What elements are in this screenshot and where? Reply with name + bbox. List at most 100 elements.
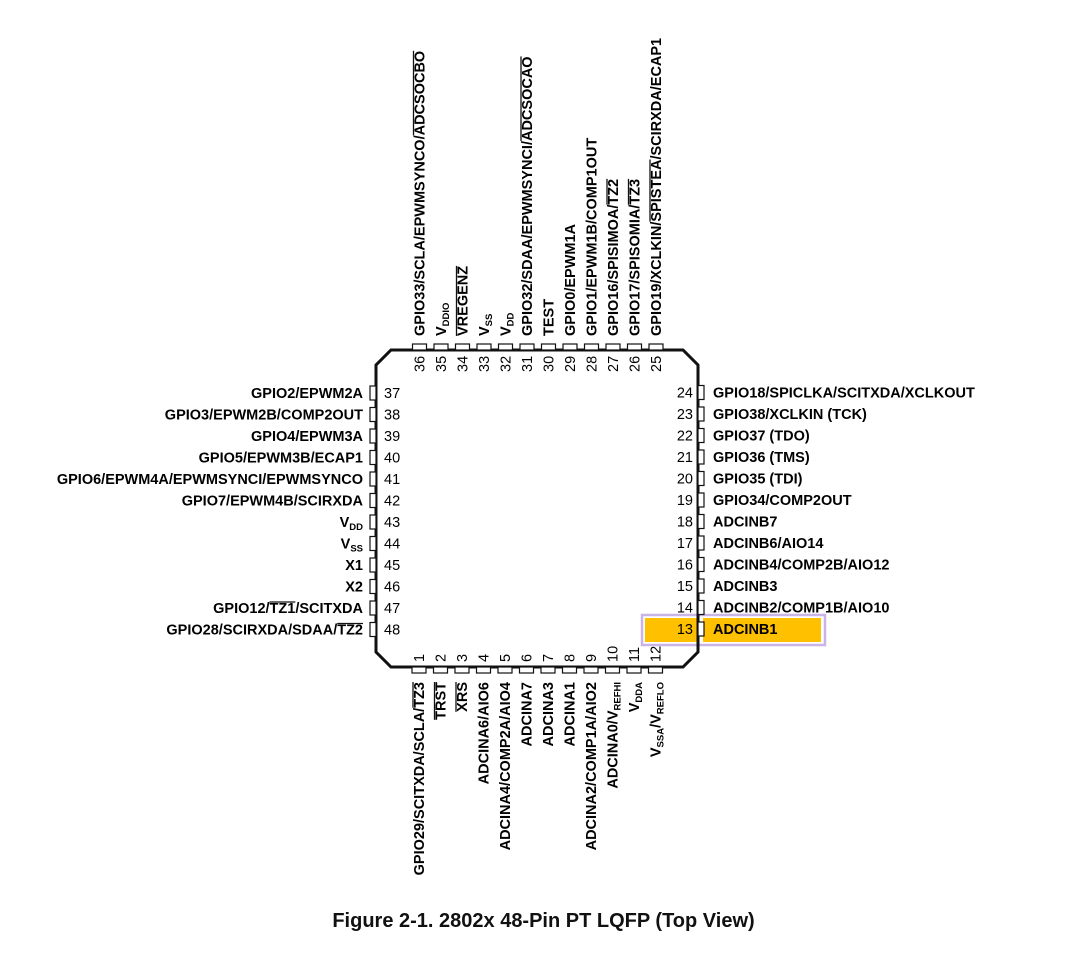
pin-40: 40 GPIO5/EPWM3B/ECAP1 xyxy=(199,449,400,467)
pin-label: TRST xyxy=(434,682,450,720)
pin-lead xyxy=(697,621,705,637)
pin-label: VSSA/VREFLO xyxy=(649,682,667,757)
pin-label: VREGENZ xyxy=(456,266,472,336)
pin-lead xyxy=(369,428,377,444)
pin-number: 30 xyxy=(542,356,558,372)
pin-number: 35 xyxy=(434,356,450,372)
pin-number: 36 xyxy=(413,356,429,372)
pin-number: 28 xyxy=(585,356,601,372)
pin-number: 42 xyxy=(384,494,400,510)
pin-label: ADCINA1 xyxy=(563,682,579,746)
pin-lead xyxy=(540,666,556,674)
pin-number: 31 xyxy=(520,356,536,372)
pin-number: 6 xyxy=(520,654,536,662)
pin-lead xyxy=(518,666,535,674)
pin-label: GPIO4/EPWM3A xyxy=(251,429,364,445)
pin-number: 47 xyxy=(384,601,400,617)
pin-number: 14 xyxy=(677,601,693,617)
pin-lead xyxy=(432,666,449,674)
pin-label: GPIO2/EPWM2A xyxy=(251,386,364,402)
pin-number: 20 xyxy=(677,472,693,488)
pin-lead xyxy=(561,666,578,674)
pin-number: 16 xyxy=(677,558,693,574)
highlight-fill xyxy=(703,618,821,642)
pin-30: 30 TEST xyxy=(540,299,558,372)
pin-label: VDDA xyxy=(627,682,645,712)
pin-number: 1 xyxy=(412,654,428,662)
pin-label: GPIO34/COMP2OUT xyxy=(713,493,852,509)
pin-label: GPIO38/XCLKIN (TCK) xyxy=(713,407,867,423)
pin-lead xyxy=(697,384,705,401)
highlight-box xyxy=(640,613,827,647)
pin-lead xyxy=(626,343,643,351)
pin-number: 38 xyxy=(384,408,400,424)
pin-number: 15 xyxy=(677,579,693,595)
pin-number: 9 xyxy=(584,654,600,662)
pin-lead xyxy=(433,343,449,351)
pin-label: ADCINB7 xyxy=(713,515,777,531)
pin-lead xyxy=(475,666,492,674)
pin-label: X2 xyxy=(345,580,363,596)
pin-lead xyxy=(369,535,377,552)
pin-lead xyxy=(583,343,600,351)
pin-label: ADCINA7 xyxy=(520,682,536,746)
pin-label: VSS xyxy=(477,314,495,336)
pin-number: 44 xyxy=(384,537,400,553)
pin-lead xyxy=(647,666,664,674)
pin-number: 40 xyxy=(384,451,400,467)
pin-29: 29 GPIO0/EPWM1A xyxy=(562,223,579,372)
pin-label: GPIO12/TZ1/SCITXDA xyxy=(213,601,363,617)
pin-number: 21 xyxy=(677,450,693,466)
pin-number: 37 xyxy=(384,386,400,402)
pin-label: ADCINA3 xyxy=(541,682,557,746)
pin-label: GPIO28/SCIRXDA/SDAA/TZ2 xyxy=(166,623,363,639)
pin-number: 29 xyxy=(563,356,579,372)
pin-label: VDDIO xyxy=(434,303,452,336)
pin-lead xyxy=(697,535,705,551)
pin-label: GPIO37 (TDO) xyxy=(713,429,810,445)
pin-lead xyxy=(411,666,427,674)
pin-26: 26 GPIO17/SPISOMIA/TZ3 xyxy=(626,178,644,372)
pin-lead xyxy=(369,514,377,530)
pin-lead xyxy=(697,556,705,573)
pin-lead xyxy=(697,599,705,616)
pin-lead xyxy=(697,513,705,530)
pin-number: 3 xyxy=(455,654,471,662)
pin-37: 37 GPIO2/EPWM2A xyxy=(251,385,400,402)
pin-number: 24 xyxy=(677,386,693,402)
pin-label: ADCINB6/AIO14 xyxy=(713,536,823,552)
pin-number: 39 xyxy=(384,429,400,445)
pin-label: GPIO0/EPWM1A xyxy=(563,223,579,336)
pin-lead xyxy=(519,343,535,351)
pin-number: 13 xyxy=(677,622,693,638)
pin-lead xyxy=(648,343,664,351)
pin-label: GPIO17/SPISOMIA/TZ3 xyxy=(628,179,644,336)
pin-number: 11 xyxy=(627,647,643,662)
pin-label: GPIO5/EPWM3B/ECAP1 xyxy=(199,451,363,467)
pin-number: 5 xyxy=(498,654,514,662)
figure-caption: Figure 2-1. 2802x 48-Pin PT LQFP (Top Vi… xyxy=(332,910,755,932)
pin-label: VDD xyxy=(499,312,517,336)
pin-label: VDD xyxy=(340,515,364,533)
pin-label: TEST xyxy=(542,299,558,336)
pin-number: 26 xyxy=(628,356,644,372)
pin-lead xyxy=(697,406,705,422)
pin-lead xyxy=(697,578,705,594)
